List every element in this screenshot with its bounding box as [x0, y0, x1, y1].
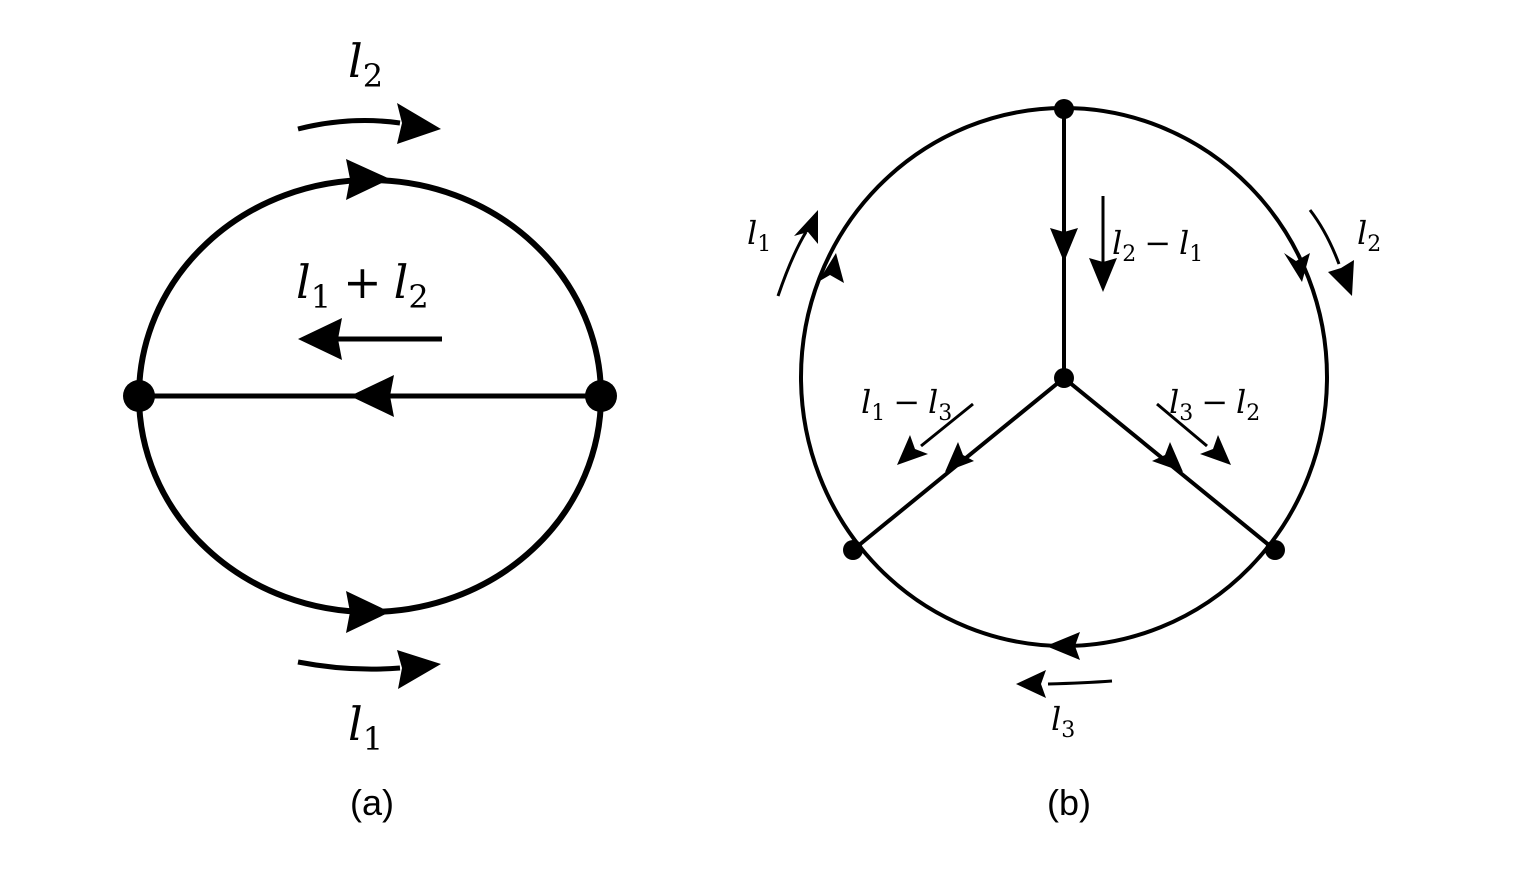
- panel-a-vertex-right: [585, 380, 617, 412]
- panel-b-right-arc-arrowhead: [1284, 253, 1310, 282]
- panel-a-bottom-line-arrowhead: [346, 591, 390, 633]
- panel-b-lower-left-momentum-arrowhead: [897, 435, 928, 465]
- panel-a-bottom-momentum-arrow: [297, 659, 401, 672]
- panel-b-vertex-top: [1054, 99, 1074, 119]
- panel-a-bottom-momentum-arrowhead: [397, 650, 441, 689]
- panel-b-vertical-momentum-arrowhead: [1089, 258, 1117, 292]
- panel-b-lower-right-momentum-arrowhead: [1200, 435, 1231, 465]
- panel-b-left-arc-momentum-arrow: [776, 231, 808, 297]
- panel-b-label-lower-left: l1−l3: [861, 383, 952, 426]
- panel-b-left-arc-momentum-arrowhead: [794, 210, 818, 244]
- panel-b-right-arc-momentum-arrowhead: [1328, 260, 1354, 296]
- panel-b-left-line-arrowhead: [945, 442, 974, 472]
- panel-a-middle-momentum-arrowhead: [298, 318, 342, 360]
- panel-a-middle-line-arrowhead: [350, 375, 394, 417]
- panel-b-label-bottom-arc: l3: [1051, 700, 1075, 743]
- panel-b-vertex-left: [843, 540, 863, 560]
- panel-b-vertical-line-arrowhead: [1050, 228, 1078, 262]
- panel-b-lower-left-momentum-arrow: [920, 402, 974, 448]
- panel-b-bottom-arc-arrowhead: [1046, 632, 1080, 660]
- panel-b-right-arc-momentum-arrow: [1308, 209, 1341, 265]
- panel-b-right-line-arrowhead: [1152, 442, 1183, 472]
- panel-a-label-bottom: l1: [348, 697, 383, 758]
- panel-b-bottom-arc-momentum-arrow: [1047, 679, 1113, 686]
- panel-b-label-left-arc: l1: [747, 214, 771, 257]
- panel-a-top-momentum-arrow: [297, 118, 401, 132]
- panel-b-bottom-arc-momentum-arrowhead: [1016, 670, 1046, 698]
- panel-a-vertex-left: [123, 380, 155, 412]
- panel-a-label-middle: l1+l2: [296, 255, 429, 316]
- panel-a-caption: (a): [350, 782, 394, 823]
- panel-b-lower-right-momentum-arrow: [1156, 402, 1208, 448]
- panel-a: l2 l1+l2 l1 (a): [123, 34, 617, 823]
- panel-b-left-arc-arrowhead: [818, 253, 844, 283]
- panel-a-top-line-arrowhead: [346, 159, 390, 200]
- panel-b-label-vertical: l2−l1: [1112, 224, 1203, 267]
- panel-a-top-momentum-arrowhead: [397, 103, 441, 144]
- panel-b-vertex-center: [1054, 368, 1074, 388]
- panel-b-caption: (b): [1047, 782, 1091, 823]
- panel-b-vertex-right: [1265, 540, 1285, 560]
- panel-b: l1 l2 l3 l2−l1 l1−l3 l3−l2 (b): [747, 99, 1381, 823]
- panel-b-label-lower-right: l3−l2: [1169, 383, 1260, 426]
- panel-a-label-top: l2: [348, 34, 383, 95]
- panel-b-label-right-arc: l2: [1357, 214, 1381, 257]
